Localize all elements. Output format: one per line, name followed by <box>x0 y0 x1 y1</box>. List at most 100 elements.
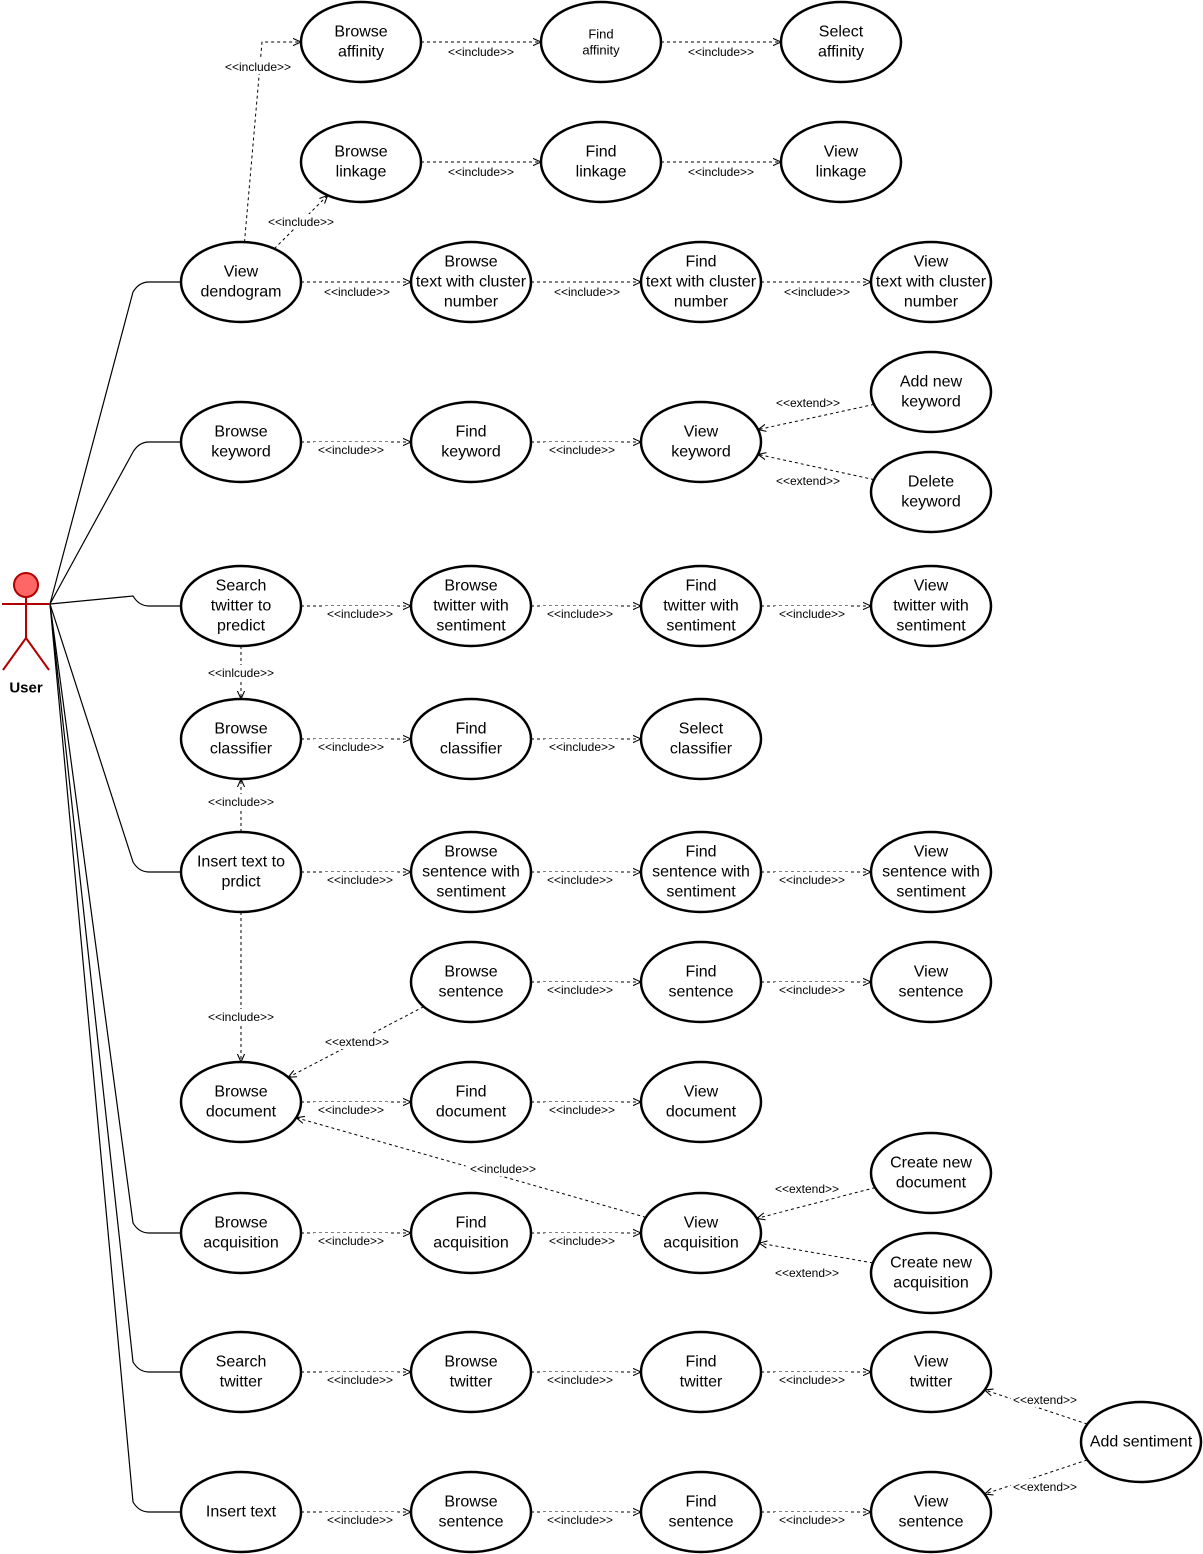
include-label: <<include>> <box>779 607 845 621</box>
extend-label: <<extend>> <box>776 396 840 410</box>
stereotype-background <box>774 1372 850 1387</box>
include-label: <<include>> <box>208 1010 274 1024</box>
usecase-label: sentiment <box>896 884 966 901</box>
stereotype-background <box>203 1009 279 1024</box>
usecase-ellipse <box>639 697 763 781</box>
include-label: <<include>> <box>688 45 754 59</box>
usecase-label: text with cluster <box>876 274 987 291</box>
extend-arrow <box>288 1006 424 1078</box>
include-label: <<include>> <box>779 873 845 887</box>
usecase-ellipse <box>299 120 423 204</box>
usecase-label: Find <box>588 27 613 42</box>
include-label: <<include>> <box>554 285 620 299</box>
include-label: <<include>> <box>547 1513 613 1527</box>
usecase-label: Find <box>455 1215 486 1232</box>
stereotype-background <box>544 1102 620 1117</box>
usecase-label: Delete <box>908 474 954 491</box>
association-search-twitter-predict <box>49 595 181 607</box>
usecase-label: classifier <box>670 741 733 758</box>
usecase-ellipse <box>639 564 763 648</box>
extend-arrow <box>759 1243 873 1264</box>
usecase-ellipse <box>179 1330 303 1414</box>
stereotype-background <box>443 164 519 179</box>
association-lines <box>49 281 181 1513</box>
usecase-ellipse <box>179 1060 303 1144</box>
stereotype-background <box>322 1512 398 1527</box>
usecase-label: keyword <box>671 444 731 461</box>
usecase-label: Search <box>216 578 267 595</box>
stereotype-background <box>313 739 389 754</box>
usecase-label: Find <box>685 254 716 271</box>
stereotype-background <box>544 739 620 754</box>
include-label: <<include>> <box>779 1373 845 1387</box>
stereotype-background <box>773 1181 841 1196</box>
usecase-ellipse <box>539 0 663 84</box>
usecase-label: sentence <box>899 1514 964 1531</box>
include-label: <<include>> <box>327 873 393 887</box>
usecase-label: Browse <box>444 844 497 861</box>
stereotype-background <box>1011 1479 1079 1494</box>
stereotype-background <box>774 872 850 887</box>
extend-label: <<extend>> <box>775 1182 839 1196</box>
include-label: <<include>> <box>547 1373 613 1387</box>
usecase-label: text with cluster <box>416 274 527 291</box>
usecase-ellipse <box>869 350 993 434</box>
usecase-ellipse <box>179 564 303 648</box>
include-label: <<include>> <box>784 285 850 299</box>
usecase-label: View <box>914 1494 949 1511</box>
association-insert-text-predict <box>49 603 181 873</box>
usecase-ellipse <box>639 1330 763 1414</box>
stereotype-background <box>1011 1392 1079 1407</box>
usecase-label: dendogram <box>201 284 282 301</box>
usecase-ellipse <box>779 120 903 204</box>
usecase-label: Browse <box>214 721 267 738</box>
stereotype-background <box>313 1233 389 1248</box>
extend-arrow <box>757 1187 876 1219</box>
stereotype-background <box>313 442 389 457</box>
usecase-label: Find <box>455 1084 486 1101</box>
usecase-label: twitter <box>450 1374 493 1391</box>
usecase-ellipse <box>179 830 303 914</box>
include-label: <<include>> <box>549 1234 615 1248</box>
usecase-label: Find <box>685 578 716 595</box>
usecase-label: View <box>224 264 259 281</box>
usecase-ellipse <box>869 450 993 534</box>
usecase-ellipse <box>639 940 763 1024</box>
usecase-label: View <box>914 254 949 271</box>
usecase-label: View <box>684 1084 719 1101</box>
include-label: <<include>> <box>549 740 615 754</box>
usecase-label: sentiment <box>896 618 966 635</box>
usecase-label: keyword <box>441 444 501 461</box>
usecase-label: acquisition <box>663 1235 739 1252</box>
usecase-label: sentiment <box>436 884 506 901</box>
usecase-label: Create new <box>890 1255 972 1272</box>
usecase-ellipse <box>179 1470 303 1554</box>
usecase-label: number <box>444 294 499 311</box>
usecase-label: Create new <box>890 1155 972 1172</box>
usecase-label: Find <box>455 424 486 441</box>
usecase-ellipse <box>179 697 303 781</box>
usecase-label: View <box>824 144 859 161</box>
stereotype-background <box>683 44 759 59</box>
stereotype-background <box>465 1161 541 1176</box>
usecase-ellipse <box>409 400 533 484</box>
usecase-ellipse <box>409 240 533 324</box>
usecase-ellipse <box>869 240 993 324</box>
